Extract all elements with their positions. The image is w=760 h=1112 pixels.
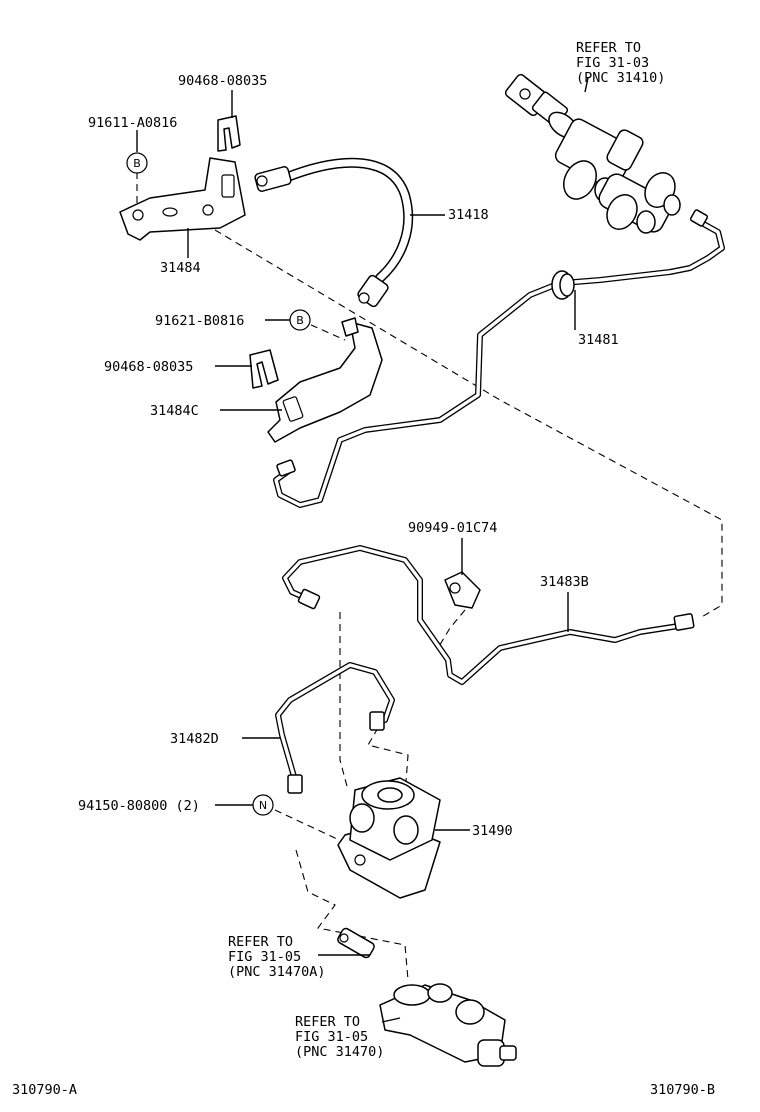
label-bolt-mid: 91621-B0816 [155,313,244,329]
refer-hose-line2: FIG 31-05 [228,949,301,965]
tube-31482d [275,662,395,794]
dashed-reference-lines [136,172,723,981]
label-bracket-31484c: 31484C [150,403,199,419]
clip-top [217,115,241,152]
tube-31481 [273,209,725,508]
callout-n: N [252,794,274,816]
refer-release-line1: REFER TO [295,1014,360,1030]
clutch-master-cylinder [504,73,681,234]
refer-master-line2: FIG 31-03 [576,55,649,71]
callout-b-top: B [126,152,148,174]
label-tube-31483b: 31483B [540,574,589,590]
callout-b-mid: B [289,309,311,331]
label-nut: 94150-80800 (2) [78,798,200,814]
label-bolt-top: 91611-A0816 [88,115,177,131]
callout-b-top-text: B [133,157,141,170]
refer-master-line1: REFER TO [576,40,641,56]
leader-lines [136,77,589,1023]
clutch-damper-31490 [337,777,441,899]
label-clip-mid: 90468-08035 [104,359,193,375]
flexible-hose-31470a [337,927,375,959]
flexible-hose-31418 [254,157,414,308]
clamp-90949 [444,571,481,609]
label-hose-31418: 31418 [448,207,489,223]
part-labels: REFER TO FIG 31-03 (PNC 31410) 90468-080… [12,40,715,1098]
label-clip-top: 90468-08035 [178,73,267,89]
bracket-31484 [119,157,246,241]
tube-31483b [282,545,695,685]
label-clamp: 90949-01C74 [408,520,497,536]
refer-release-line3: (PNC 31470) [295,1044,384,1060]
label-damper-31490: 31490 [472,823,513,839]
label-bracket-31484: 31484 [160,260,201,276]
refer-hose-line1: REFER TO [228,934,293,950]
refer-hose-line3: (PNC 31470A) [228,964,326,980]
label-tube-31481: 31481 [578,332,619,348]
bracket-31484c [267,317,383,443]
callout-n-text: N [259,799,267,812]
figure-code-left: 310790-A [12,1082,77,1098]
figure-code-right: 310790-B [650,1082,715,1098]
refer-master-line3: (PNC 31410) [576,70,665,86]
callout-b-mid-text: B [296,314,304,327]
clip-mid [249,349,279,389]
refer-release-line2: FIG 31-05 [295,1029,368,1045]
clutch-release-cylinder [379,983,517,1067]
label-tube-31482d: 31482D [170,731,219,747]
